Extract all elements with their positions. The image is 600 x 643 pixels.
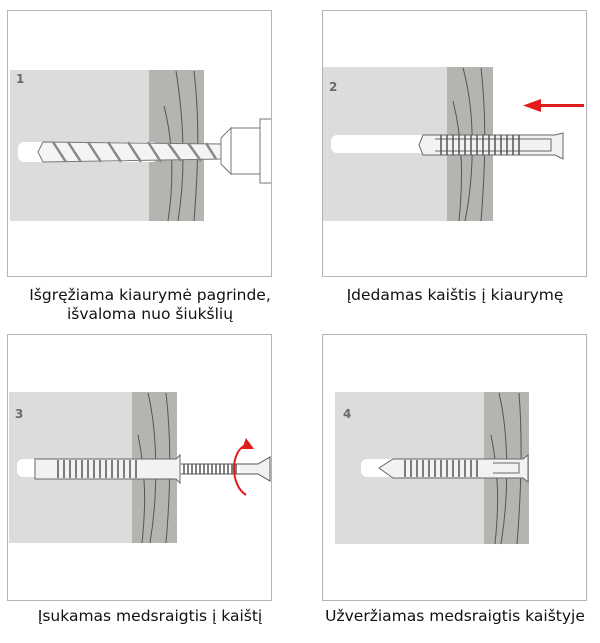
- caption-line: Įdedamas kaištis į kiaurymę: [346, 286, 564, 304]
- screw-turn-illustration: 3: [9, 392, 271, 544]
- dowel-icon: [378, 453, 529, 484]
- caption-line: Išgręžiama kiaurymė pagrinde,: [29, 286, 271, 304]
- caption-line: Užveržiamas medsraigtis kaištyje: [325, 607, 585, 625]
- step-2-caption: Įdedamas kaištis į kiaurymę: [305, 286, 600, 305]
- drill-bit-icon: [37, 141, 222, 163]
- step-number: 2: [329, 80, 337, 94]
- dowel-insert-illustration: 2: [323, 67, 584, 222]
- step-1-caption: Išgręžiama kiaurymė pagrinde, išvaloma n…: [0, 286, 300, 324]
- step-4-panel: 4: [322, 334, 587, 601]
- dowel-icon: [34, 453, 181, 485]
- screw-fixed-illustration: 4: [335, 392, 529, 545]
- step-number: 1: [16, 72, 24, 86]
- screw-icon: [181, 456, 271, 482]
- caption-line: išvaloma nuo šiukšlių: [66, 305, 234, 323]
- step-3-panel: 3: [7, 334, 272, 601]
- step-4-caption: Užveržiamas medsraigtis kaištyje: [305, 607, 600, 626]
- step-number: 4: [343, 407, 351, 421]
- step-number: 3: [15, 407, 23, 421]
- drill-illustration: 1: [10, 70, 271, 222]
- dowel-icon: [418, 132, 564, 160]
- caption-line: Įsukamas medsraigtis į kaištį: [37, 607, 263, 625]
- drill-chuck-icon: [220, 118, 271, 184]
- step-3-caption: Įsukamas medsraigtis į kaištį: [0, 607, 300, 626]
- step-1-panel: 1: [7, 10, 272, 277]
- rotate-arrow-icon: [233, 438, 254, 496]
- left-arrow-icon: [523, 99, 584, 112]
- step-2-panel: 2: [322, 10, 587, 277]
